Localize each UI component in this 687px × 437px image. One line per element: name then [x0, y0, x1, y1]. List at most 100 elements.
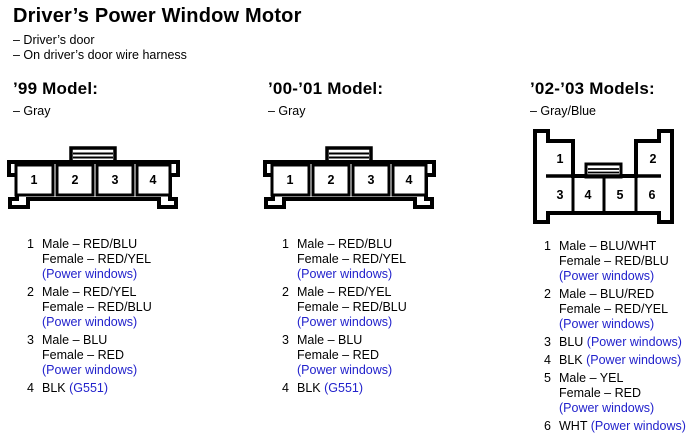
cavity-box	[270, 163, 311, 197]
wire-color-text: Male – RED/BLU	[42, 237, 138, 251]
connector-diagram-4pin-00-01: 1 2 3 4	[262, 145, 442, 213]
wire-color-text: Male – BLU/WHT	[559, 239, 657, 253]
wire-color-text: Female – RED	[42, 348, 124, 362]
circuit-link[interactable]: (Power windows)	[559, 269, 655, 283]
circuit-link[interactable]: (Power windows)	[586, 335, 682, 349]
wire-color-text: Female – RED/YEL	[42, 252, 152, 266]
cavity-number: 2	[327, 173, 335, 187]
cavity-number: 5	[616, 188, 624, 202]
wire-spec-line: BLK (G551)	[42, 381, 108, 396]
pin-number: 2	[27, 285, 34, 299]
wire-spec-line: Male – BLU	[42, 333, 137, 348]
wire-spec-line: (Power windows)	[559, 401, 654, 416]
wire-spec-line: (Power windows)	[42, 267, 151, 282]
wire-color-text: BLU	[559, 335, 587, 349]
wire-color-text: Male – YEL	[559, 371, 624, 385]
circuit-link[interactable]: (Power windows)	[559, 401, 655, 415]
wire-spec-line: BLK (Power windows)	[559, 353, 681, 368]
location-notes: – Driver’s door – On driver’s door wire …	[13, 33, 187, 63]
cavity-box	[351, 163, 391, 197]
circuit-link[interactable]: (Power windows)	[590, 419, 686, 433]
pin-row: 4 BLK (G551)	[277, 381, 507, 396]
wire-spec-line: BLU (Power windows)	[559, 335, 682, 350]
cavity-number: 4	[405, 173, 413, 187]
circuit-link[interactable]: (Power windows)	[297, 267, 393, 281]
pin-number: 1	[544, 239, 551, 253]
connector-color-note: – Gray/Blue	[530, 104, 597, 118]
cavity-number: 1	[30, 173, 38, 187]
wire-spec-line: WHT (Power windows)	[559, 419, 686, 434]
cavity-number: 6	[648, 188, 656, 202]
cavity-box	[135, 163, 172, 197]
pin-row: 4 BLK (G551)	[22, 381, 252, 396]
wire-spec-line: Female – RED/YEL	[559, 302, 668, 317]
pin-number: 4	[544, 353, 551, 367]
model-heading-00-01: ’00-’01 Model:	[268, 79, 384, 98]
wire-color-text: Female – RED/YEL	[297, 252, 407, 266]
circuit-link[interactable]: (Power windows)	[586, 353, 682, 367]
wire-color-text: Female – RED/YEL	[559, 302, 669, 316]
connector-color-note: – Gray	[268, 104, 306, 118]
circuit-link[interactable]: (Power windows)	[42, 363, 138, 377]
model-heading-02-03: ’02-’03 Models:	[530, 79, 655, 98]
wire-spec-line: (Power windows)	[297, 363, 392, 378]
pin-number: 3	[27, 333, 34, 347]
cavity-number: 3	[111, 173, 119, 187]
pin-number: 4	[282, 381, 289, 395]
connector-color-note: – Gray	[13, 104, 51, 118]
cavity-box	[391, 163, 428, 197]
wire-spec-line: Male – RED/BLU	[297, 237, 406, 252]
wire-spec-line: Male – BLU	[297, 333, 392, 348]
pin-number: 4	[27, 381, 34, 395]
circuit-link[interactable]: (Power windows)	[42, 267, 138, 281]
wire-color-text: Male – RED/YEL	[297, 285, 392, 299]
connector-outline	[263, 146, 436, 209]
wire-spec-line: Male – BLU/WHT	[559, 239, 669, 254]
pin-number: 3	[282, 333, 289, 347]
wire-spec: BLK (G551)	[297, 381, 363, 396]
wire-spec-line: (Power windows)	[559, 269, 669, 284]
cavity-box	[95, 163, 135, 197]
connector-diagram-4pin-99: 1 2 3 4	[6, 145, 186, 213]
wire-spec-line: (Power windows)	[559, 317, 668, 332]
cavity-number: 1	[556, 152, 564, 166]
wire-spec-line: Male – RED/BLU	[42, 237, 151, 252]
connector-outline	[7, 146, 180, 209]
cavity-number: 3	[556, 188, 564, 202]
circuit-link[interactable]: (Power windows)	[297, 315, 393, 329]
circuit-link[interactable]: (G551)	[69, 381, 109, 395]
wire-spec-line: Female – RED/YEL	[297, 252, 406, 267]
wire-spec-line: Male – BLU/RED	[559, 287, 668, 302]
circuit-link[interactable]: (Power windows)	[297, 363, 393, 377]
wire-color-text: BLK	[42, 381, 70, 395]
wire-color-text: Male – RED/YEL	[42, 285, 137, 299]
cavity-number: 3	[367, 173, 375, 187]
wire-spec-line: Male – YEL	[559, 371, 654, 386]
wire-spec-line: (Power windows)	[297, 315, 407, 330]
wire-spec-line: Male – RED/YEL	[42, 285, 152, 300]
pin-row: 4 BLK (Power windows)	[539, 353, 687, 368]
wire-color-text: Male – BLU/RED	[559, 287, 655, 301]
location-note: – Driver’s door	[13, 33, 95, 47]
wire-color-text: BLK	[559, 353, 587, 367]
circuit-link[interactable]: (Power windows)	[559, 317, 655, 331]
wire-spec-line: Female – RED/BLU	[42, 300, 152, 315]
connector-outline	[533, 129, 674, 224]
wire-color-text: Female – RED	[297, 348, 379, 362]
circuit-link[interactable]: (G551)	[324, 381, 364, 395]
circuit-link[interactable]: (Power windows)	[42, 315, 138, 329]
cavity-box	[14, 163, 55, 197]
